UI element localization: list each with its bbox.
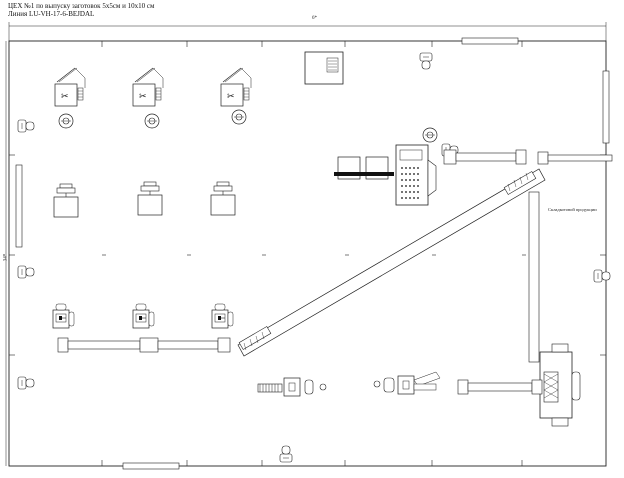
extruder-line: [257, 377, 327, 397]
building-outline: [8, 40, 607, 467]
wall-pump-bottom: [279, 445, 293, 463]
window-bottom: [122, 462, 180, 470]
station-2: [132, 303, 155, 329]
window-top: [461, 37, 519, 45]
width-dimension-label: 6*: [312, 16, 317, 21]
press-2: [137, 181, 163, 216]
packing-machine: [539, 343, 581, 427]
fan-icon: [422, 127, 438, 143]
station-1: [52, 303, 75, 329]
wall-pump-top: [419, 52, 433, 70]
conveyor-lower-left: [57, 337, 231, 353]
window-right: [602, 70, 610, 144]
press-3: [210, 181, 236, 216]
cutting-machine-3: ✂: [220, 67, 252, 107]
conveyor-lower-right: [457, 379, 543, 395]
fan-icon: [58, 113, 74, 129]
columns: [9, 41, 606, 466]
electrical-cabinet: [304, 51, 344, 85]
vertical-conveyor: [528, 191, 540, 363]
station-3: [211, 303, 234, 329]
diagonal-conveyor: [237, 168, 546, 357]
main-processing-unit: [334, 144, 437, 206]
scissors-icon: ✂: [227, 92, 235, 102]
wall-pump-left-2: [17, 265, 35, 279]
window-left: [15, 164, 23, 248]
scissors-icon: ✂: [139, 92, 147, 102]
product-storage-label: Складкотовой продукции: [548, 207, 597, 212]
cutting-machine-2: ✂: [132, 67, 164, 107]
wall-pump-right: [593, 269, 611, 283]
conveyor-upper-right: [443, 149, 613, 165]
plan-title: ЦЕХ №1 по выпуску заготовок 5х5см и 10х1…: [8, 2, 155, 10]
wall-pump-left-1: [17, 119, 35, 133]
fan-icon: [144, 113, 160, 129]
scissors-icon: ✂: [61, 92, 69, 102]
press-1: [53, 183, 79, 218]
fan-icon: [231, 109, 247, 125]
plan-subtitle: Линия LU-VH-17-6-BEJDAL: [8, 10, 95, 18]
wall-pump-left-3: [17, 376, 35, 390]
cutting-line: [373, 371, 441, 395]
cutting-machine-1: ✂: [54, 67, 86, 107]
